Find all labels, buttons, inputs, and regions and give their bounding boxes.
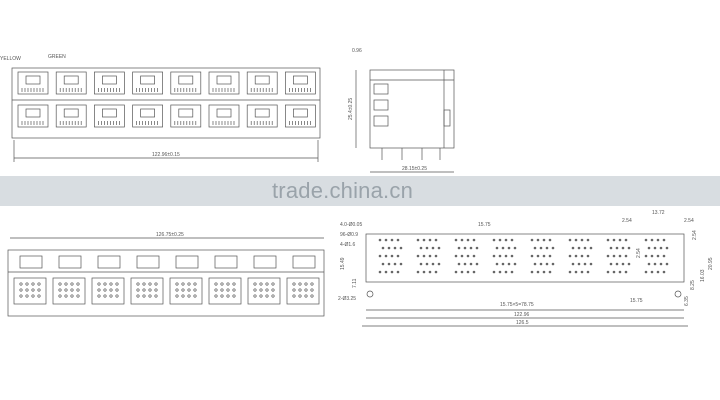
pcb-dim-v1: 15.49 [340, 257, 346, 270]
pcb-dim-right-4: 16.03 [700, 269, 706, 282]
front-view [7, 237, 325, 317]
pcb-dim-right-3: 20.95 [708, 257, 714, 270]
pcb-hole-group [644, 238, 669, 274]
pcb-dim-right-5: 8.25 [690, 280, 696, 290]
top-port [246, 104, 278, 128]
pcb-hole-group [530, 238, 555, 274]
front-port [208, 255, 242, 305]
top-view-body [11, 67, 321, 139]
top-port [170, 104, 202, 128]
led-green-label: GREEN [48, 54, 66, 60]
pcb-dim-hole-d: 2-Ø3.25 [338, 296, 356, 302]
side-view [355, 69, 455, 173]
top-width-dim: 122.96±0.15 [152, 152, 180, 158]
front-port [52, 255, 86, 305]
pcb-dim-bottom-3: 126.5 [516, 320, 529, 326]
top-port [55, 71, 87, 95]
pcb-hole-pattern [378, 238, 669, 274]
top-port [285, 104, 316, 128]
mount-hole-left [366, 290, 374, 298]
top-view-ports [17, 71, 316, 128]
pcb-dim-pitch-b: 13.72 [652, 210, 665, 216]
pcb-dim-spacing-top: 15.75 [478, 222, 491, 228]
pcb-dim-hole-c: 4-Ø1.6 [340, 242, 356, 248]
pcb-outline [365, 233, 685, 283]
top-port [208, 71, 240, 95]
pcb-dim-right-7: 15.75 [630, 298, 643, 304]
front-width-dim: 126.75±0.25 [156, 232, 184, 238]
top-port [17, 104, 49, 128]
pcb-dim-right-6: 6.35 [684, 296, 690, 306]
top-view [11, 67, 321, 162]
pcb-dim-hole-b: 96-Ø0.9 [340, 232, 358, 238]
pcb-hole-group [416, 238, 441, 274]
pcb-hole-group [492, 238, 517, 274]
pcb-hole-group [378, 238, 403, 274]
front-view-ports [13, 255, 320, 305]
pcb-dim-right-1: 2.54 [692, 230, 698, 240]
top-port [285, 71, 316, 95]
top-port [94, 71, 125, 95]
front-port [130, 255, 164, 305]
front-port [169, 255, 203, 305]
watermark-band [0, 176, 720, 206]
side-height-dim: 25.4±0.25 [348, 98, 354, 120]
front-port [91, 255, 125, 305]
pcb-dim-bottom-2: 122.96 [514, 312, 530, 318]
pcb-dim-v2: 7.11 [352, 278, 358, 288]
side-top-dim: 0.96 [352, 48, 362, 54]
front-view-body [7, 249, 325, 317]
pcb-hole-group [454, 238, 479, 274]
side-view-body [369, 69, 455, 149]
pcb-layout [362, 233, 688, 327]
pcb-dim-hole-a: 4.0-Ø0.05 [340, 222, 362, 228]
top-port [55, 104, 87, 128]
top-port [246, 71, 278, 95]
pcb-dim-pitch-a: 2.54 [622, 218, 632, 224]
pcb-hole-group [568, 238, 593, 274]
pcb-dim-right-2: 2.54 [636, 248, 642, 258]
side-depth-dim: 28.15±0.25 [402, 166, 427, 172]
led-yellow-label: YELLOW [0, 56, 21, 62]
watermark-text: trade.china.cn [272, 178, 413, 203]
top-port [94, 104, 125, 128]
pcb-hole-group [606, 238, 631, 274]
top-port [17, 71, 49, 95]
top-port [208, 104, 240, 128]
front-port [13, 255, 47, 305]
top-port [132, 104, 163, 128]
mount-hole-right [674, 290, 682, 298]
front-port [286, 255, 320, 305]
front-port [247, 255, 281, 305]
top-port [170, 71, 202, 95]
pcb-dim-pitch-c: 2.54 [684, 218, 694, 224]
pcb-dim-bottom-1: 15.75×5=78.75 [500, 302, 534, 308]
top-port [132, 71, 163, 95]
